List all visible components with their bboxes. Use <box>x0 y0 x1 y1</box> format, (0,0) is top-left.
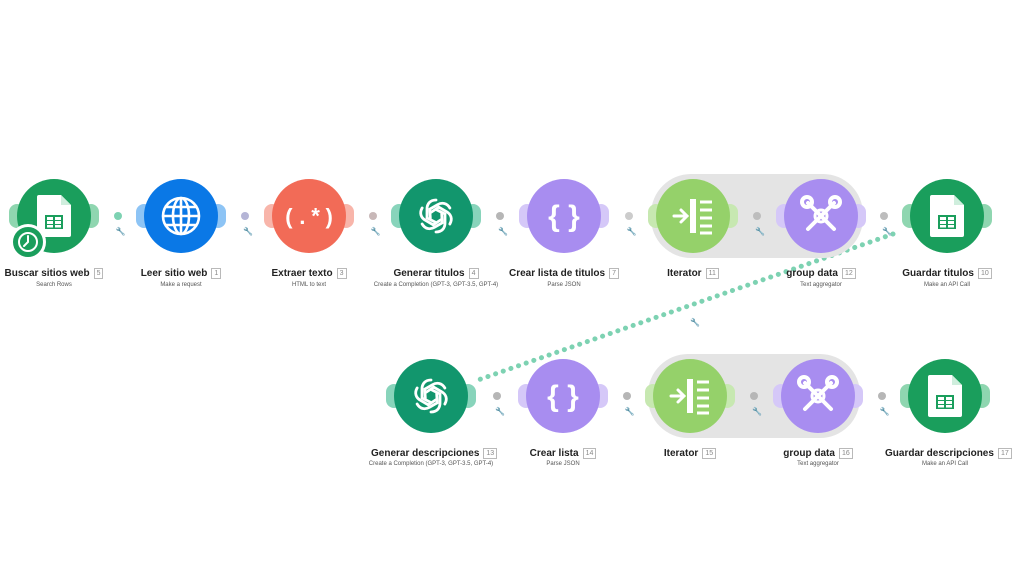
module-node[interactable] <box>394 359 468 433</box>
module-id-badge: 15 <box>702 448 717 459</box>
connection-dot[interactable] <box>113 212 122 220</box>
filter-wrench-icon[interactable]: 🔧 <box>370 227 381 236</box>
module-node[interactable]: { } <box>527 179 601 253</box>
module-id-badge: 7 <box>609 268 620 279</box>
module-node[interactable] <box>653 359 727 433</box>
connection-dot[interactable] <box>877 392 886 400</box>
json-braces-icon: { } <box>541 198 587 234</box>
module-subtitle: Create a Completion (GPT-3, GPT-3.5, GPT… <box>373 282 499 288</box>
module-subtitle: Make an API Call <box>921 461 969 467</box>
module-subtitle: Parse JSON <box>547 282 581 288</box>
google-sheets-icon <box>928 375 962 417</box>
module-id-badge: 1 <box>211 268 222 279</box>
module-id-badge: 10 <box>977 268 992 279</box>
module-id-badge: 12 <box>841 268 856 279</box>
svg-text:(.*): (.*) <box>286 206 332 231</box>
filter-wrench-icon[interactable]: 🔧 <box>495 407 505 416</box>
svg-text:{ }: { } <box>547 380 579 413</box>
schedule-clock-icon[interactable] <box>10 224 46 260</box>
filter-wrench-icon[interactable]: 🔧 <box>882 227 892 236</box>
openai-icon <box>409 374 453 418</box>
module-id-badge: 3 <box>336 268 347 279</box>
openai-icon <box>414 194 458 238</box>
filter-wrench-icon[interactable]: 🔧 <box>115 227 126 236</box>
module-node[interactable] <box>910 179 984 253</box>
connection-dot[interactable] <box>624 212 633 220</box>
filter-wrench-icon[interactable]: 🔧 <box>243 227 253 236</box>
connection-dot[interactable] <box>750 392 758 400</box>
connection-dot[interactable] <box>880 212 888 220</box>
google-sheets-icon <box>930 195 964 237</box>
json-braces-icon: { } <box>540 378 586 414</box>
module-subtitle: HTML to text <box>291 282 327 288</box>
google-sheets-icon <box>37 195 71 237</box>
tools-icon <box>799 194 843 238</box>
module-subtitle: Parse JSON <box>546 461 580 467</box>
filter-wrench-icon[interactable]: 🔧 <box>624 407 635 416</box>
filter-wrench-icon[interactable]: 🔧 <box>879 407 890 416</box>
module-id-badge: 5 <box>93 268 104 279</box>
module-subtitle: Text aggregator <box>800 282 842 288</box>
connection-dot[interactable] <box>368 212 377 220</box>
module-id-badge: 13 <box>483 448 498 459</box>
module-node[interactable] <box>784 179 858 253</box>
module-subtitle: Search Rows <box>36 282 72 288</box>
module-node[interactable] <box>399 179 473 253</box>
connection-dot[interactable] <box>496 212 504 220</box>
module-node[interactable] <box>781 359 855 433</box>
svg-text:{ }: { } <box>548 200 580 233</box>
filter-wrench-icon[interactable]: 🔧 <box>752 407 762 416</box>
module-node[interactable] <box>656 179 730 253</box>
module-id-badge: 17 <box>997 448 1012 459</box>
module-subtitle: Make an API Call <box>923 282 971 288</box>
connection-dot[interactable] <box>622 392 631 400</box>
module-subtitle: Create a Completion (GPT-3, GPT-3.5, GPT… <box>368 461 494 467</box>
connection-dot[interactable] <box>241 212 249 220</box>
module-subtitle: Text aggregator <box>797 461 839 467</box>
iterator-icon <box>670 196 716 236</box>
module-id-badge: 11 <box>705 268 719 279</box>
connection-dot[interactable] <box>753 212 761 220</box>
module-id-badge: 16 <box>838 448 853 459</box>
filter-wrench-icon[interactable]: 🔧 <box>690 318 700 327</box>
filter-wrench-icon[interactable]: 🔧 <box>626 227 637 236</box>
iterator-icon <box>667 376 713 416</box>
module-node[interactable]: (.*) <box>272 179 346 253</box>
module-id-badge: 4 <box>468 268 479 279</box>
connection-dot[interactable] <box>493 392 501 400</box>
module-node[interactable]: { } <box>526 359 600 433</box>
regex-icon: (.*) <box>286 201 332 231</box>
tools-icon <box>796 374 840 418</box>
cross-row-connection[interactable] <box>475 231 896 383</box>
module-id-badge: 14 <box>582 448 597 459</box>
globe-icon <box>159 194 203 238</box>
module-subtitle: Make a request <box>160 282 202 288</box>
filter-wrench-icon[interactable]: 🔧 <box>755 227 765 236</box>
module-node[interactable] <box>144 179 218 253</box>
filter-wrench-icon[interactable]: 🔧 <box>498 227 508 236</box>
module-node[interactable] <box>908 359 982 433</box>
